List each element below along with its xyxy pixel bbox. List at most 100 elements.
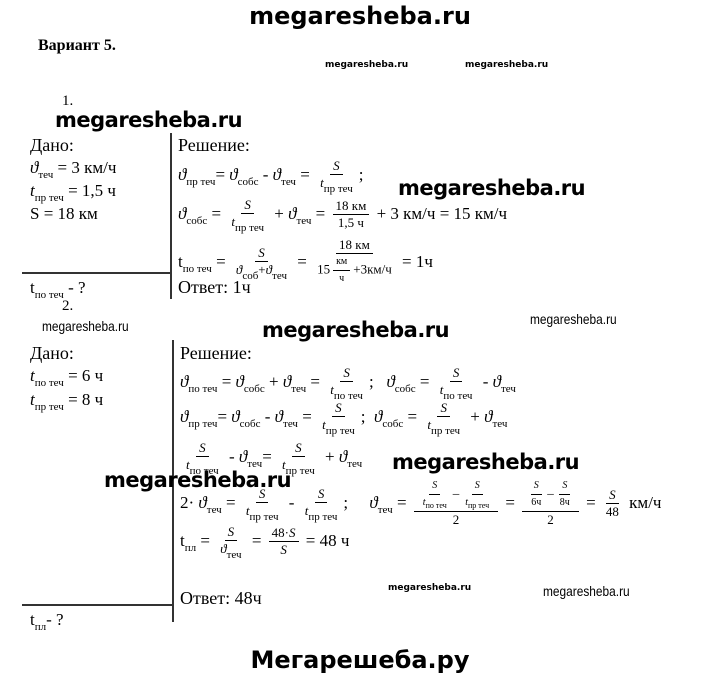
- subscript: по теч: [188, 383, 218, 395]
- variable-symbol: t: [465, 497, 469, 508]
- math-text: +: [320, 447, 339, 466]
- math-variable: tпр теч: [320, 175, 353, 195]
- variable-symbol: t: [30, 366, 35, 385]
- numerator: S: [332, 400, 345, 417]
- find-line: tпо теч - ?: [30, 278, 86, 301]
- math-text: км: [336, 256, 348, 267]
- divider-vertical: [172, 340, 174, 622]
- math-variable: tпл: [30, 610, 46, 633]
- math-text: = 1ч: [397, 252, 433, 271]
- math-text: =: [221, 493, 240, 512]
- math-variable: tпр теч: [465, 497, 490, 510]
- subscript: по теч: [443, 390, 473, 402]
- subscript: пр теч: [430, 425, 461, 437]
- math-variable: ϑпо теч: [180, 372, 218, 395]
- variable-symbol: t: [304, 503, 309, 518]
- divider-horizontal: [22, 604, 172, 606]
- math-text: =: [297, 407, 317, 426]
- math-text: =: [262, 447, 277, 466]
- denominator: tпо теч: [183, 457, 222, 477]
- math-variable: S: [333, 158, 340, 173]
- subscript: теч: [281, 176, 296, 188]
- math-text: = 6 ч: [63, 366, 104, 385]
- math-text: = 48 ч: [301, 531, 350, 550]
- math-text: =: [581, 493, 600, 512]
- math-text: + 3 км/ч = 15 км/ч: [372, 204, 508, 223]
- subscript: собс: [382, 418, 404, 430]
- variable-symbol: t: [30, 181, 35, 200]
- math-text: ;: [360, 407, 375, 426]
- variable-symbol: t: [30, 278, 35, 297]
- denominator: tпр теч: [302, 503, 341, 523]
- math-text: 8ч: [559, 497, 570, 508]
- math-text: =: [215, 165, 230, 184]
- math-text: =: [196, 531, 215, 550]
- subscript: пр теч: [325, 425, 355, 437]
- math-variable: tпр теч: [282, 457, 315, 477]
- numerator: S: [449, 365, 463, 382]
- math-variable: ϑтеч: [283, 372, 306, 395]
- math-variable: S: [280, 541, 287, 557]
- math-text: –: [547, 485, 554, 501]
- subscript: пр теч: [468, 501, 490, 510]
- variable-symbol: ϑ: [338, 447, 348, 466]
- math-text: =: [415, 372, 434, 391]
- variable-symbol: t: [30, 610, 35, 629]
- math-text: =: [247, 531, 266, 550]
- denominator: ϑсоб+ϑтеч: [233, 262, 290, 282]
- variable-symbol: t: [245, 503, 250, 518]
- variable-symbol: ϑ: [386, 372, 395, 391]
- subscript: собс: [186, 215, 208, 227]
- numerator: S: [196, 440, 209, 457]
- math-variable: ϑсобс: [374, 407, 404, 430]
- fraction: км ч: [333, 254, 351, 287]
- subscript: теч: [206, 504, 222, 516]
- variable-symbol: t: [282, 457, 286, 472]
- variable-symbol: ϑ: [238, 447, 248, 466]
- subscript: пр теч: [249, 511, 279, 523]
- numerator: S: [340, 365, 353, 382]
- math-text: ;: [368, 372, 387, 391]
- math-text: S = 18 км: [30, 204, 98, 223]
- numerator: 18 км: [336, 237, 373, 254]
- math-variable: ϑтеч: [338, 447, 362, 470]
- math-variable: ϑтеч: [238, 447, 262, 470]
- watermark: megaresheba.ru: [465, 60, 549, 70]
- variable-symbol: ϑ: [288, 204, 297, 223]
- math-text: 18 км: [335, 197, 367, 213]
- math-text: =: [501, 493, 520, 512]
- variable-symbol: ϑ: [178, 204, 187, 223]
- math-text: 18 км: [339, 237, 370, 252]
- variable-symbol: ϑ: [369, 493, 378, 512]
- variable-symbol: t: [178, 252, 183, 271]
- subscript: теч: [492, 418, 508, 430]
- denominator: tпо теч: [327, 382, 366, 402]
- denominator: tпо теч: [437, 382, 476, 402]
- math-variable: S: [432, 480, 438, 491]
- math-variable: tпр теч: [231, 214, 264, 234]
- variant-heading: Вариант 5.: [38, 37, 116, 54]
- math-variable: tпр теч: [30, 390, 64, 413]
- math-variable: tпо теч: [422, 497, 447, 510]
- subscript: по теч: [34, 289, 64, 301]
- math-text: +: [264, 372, 283, 391]
- denominator: tпр теч: [424, 417, 463, 437]
- subscript: пр теч: [234, 222, 265, 234]
- math-text: =: [392, 493, 411, 512]
- math-text: ч: [339, 273, 345, 284]
- math-variable: tпо теч: [330, 382, 363, 402]
- subscript: теч: [500, 383, 516, 395]
- math-text: =: [306, 372, 325, 391]
- variable-symbol: t: [422, 497, 426, 508]
- variable-symbol: ϑ: [374, 407, 383, 426]
- watermark: megaresheba.ru: [262, 318, 450, 342]
- variable-symbol: t: [320, 175, 324, 190]
